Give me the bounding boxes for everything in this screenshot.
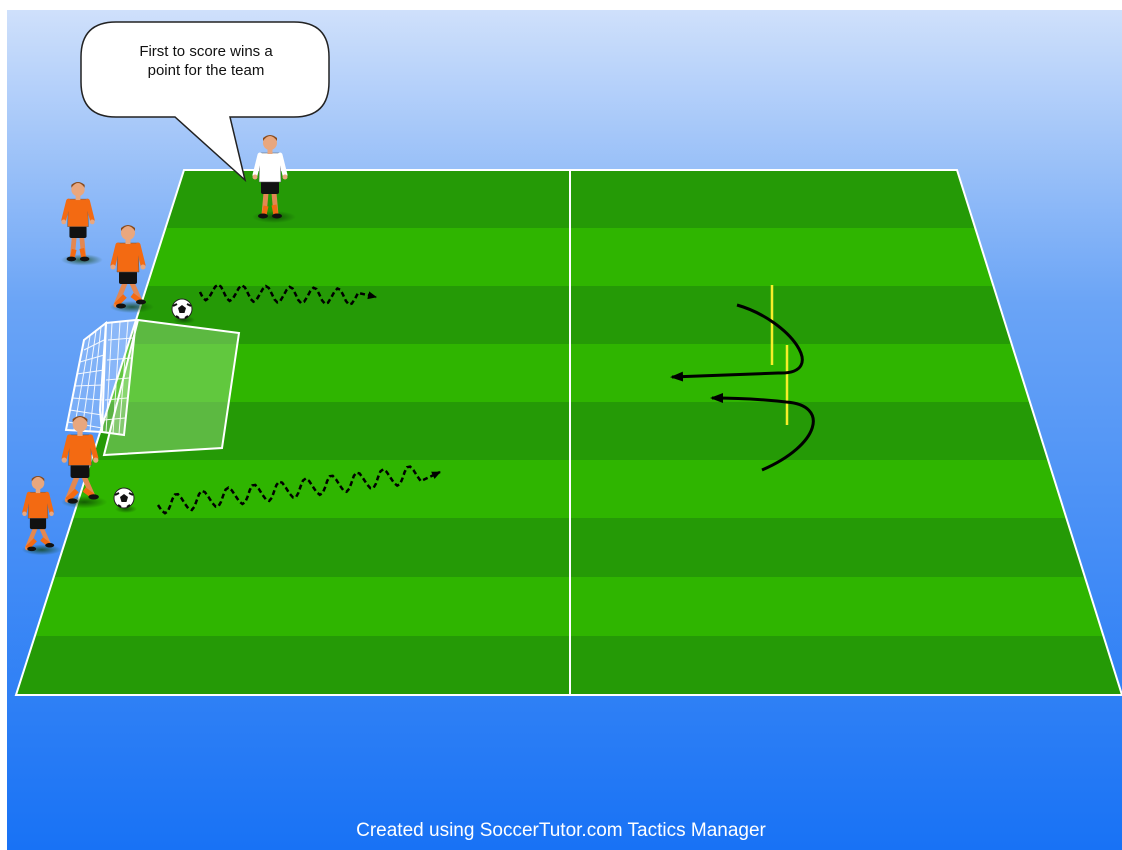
callout-line-1: First to score wins a	[88, 42, 324, 61]
callout-line-2: point for the team	[88, 61, 324, 80]
callout-text: First to score wins a point for the team	[88, 42, 324, 80]
footer-credit: Created using SoccerTutor.com Tactics Ma…	[0, 820, 1122, 842]
